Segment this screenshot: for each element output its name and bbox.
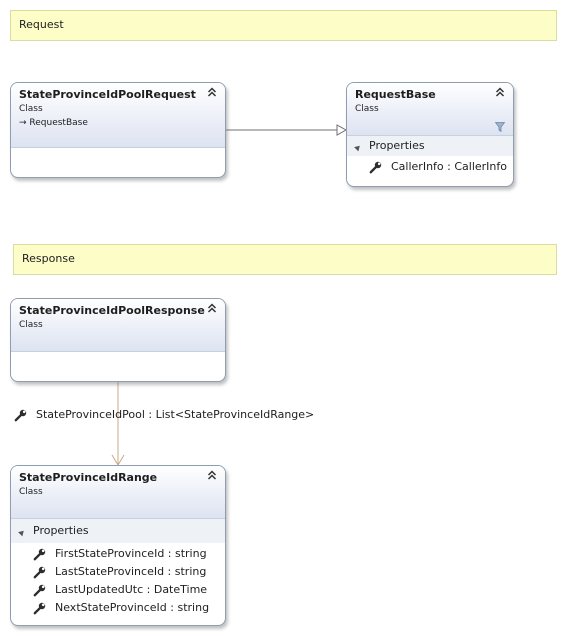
property-row[interactable]: LastStateProvinceId : string bbox=[11, 563, 225, 581]
wrench-icon bbox=[33, 566, 46, 578]
property-list: FirstStateProvinceId : string LastStateP… bbox=[11, 543, 225, 617]
class-header: StateProvinceIdRange Class bbox=[11, 466, 225, 519]
filter-icon[interactable] bbox=[495, 122, 505, 132]
class-state-province-id-pool-request[interactable]: StateProvinceIdPoolRequest Class → Reque… bbox=[10, 82, 226, 178]
property-label: CallerInfo : CallerInfo bbox=[391, 160, 507, 173]
property-label: LastUpdatedUtc : DateTime bbox=[55, 583, 208, 596]
arrow-right-icon: → bbox=[19, 118, 30, 128]
property-row[interactable]: NextStateProvinceId : string bbox=[11, 599, 225, 617]
collapse-triangle-icon[interactable] bbox=[18, 528, 26, 536]
class-request-base[interactable]: RequestBase Class Properties CallerInfo … bbox=[346, 82, 514, 187]
class-name: RequestBase bbox=[355, 88, 436, 101]
class-header: StateProvinceIdPoolRequest Class → Reque… bbox=[11, 83, 225, 148]
class-name: StateProvinceIdPoolResponse bbox=[19, 304, 205, 317]
property-label: NextStateProvinceId : string bbox=[55, 601, 210, 614]
double-chevron-up-icon[interactable] bbox=[207, 470, 217, 480]
class-name: StateProvinceIdRange bbox=[19, 471, 158, 484]
class-kind: Class bbox=[19, 487, 43, 497]
request-note[interactable]: Request bbox=[10, 10, 557, 41]
class-header: RequestBase Class bbox=[347, 83, 513, 136]
section-label: Properties bbox=[33, 524, 89, 537]
request-note-text: Request bbox=[19, 18, 64, 31]
wrench-icon bbox=[33, 602, 46, 614]
class-state-province-id-pool-response[interactable]: StateProvinceIdPoolResponse Class bbox=[10, 298, 226, 382]
association-label[interactable]: StateProvinceIdPool : List<StateProvince… bbox=[14, 407, 314, 423]
double-chevron-up-icon[interactable] bbox=[495, 87, 505, 97]
property-label: FirstStateProvinceId : string bbox=[55, 547, 207, 560]
wrench-icon bbox=[14, 409, 27, 421]
class-state-province-id-range[interactable]: StateProvinceIdRange Class Properties Fi… bbox=[10, 465, 226, 626]
properties-section-header[interactable]: Properties bbox=[347, 136, 513, 156]
property-label: LastStateProvinceId : string bbox=[55, 565, 207, 578]
class-header: StateProvinceIdPoolResponse Class bbox=[11, 299, 225, 352]
class-kind: Class bbox=[19, 320, 43, 330]
class-name: StateProvinceIdPoolRequest bbox=[19, 88, 196, 101]
response-note[interactable]: Response bbox=[13, 244, 557, 275]
collapse-triangle-icon[interactable] bbox=[354, 143, 362, 151]
inheritance-arrowhead bbox=[336, 124, 348, 136]
class-kind: Class bbox=[19, 104, 43, 114]
section-label: Properties bbox=[369, 139, 425, 152]
response-note-text: Response bbox=[22, 252, 75, 265]
wrench-icon bbox=[369, 161, 382, 173]
property-row[interactable]: FirstStateProvinceId : string bbox=[11, 545, 225, 563]
class-kind: Class bbox=[355, 104, 379, 114]
property-row[interactable]: LastUpdatedUtc : DateTime bbox=[11, 581, 225, 599]
wrench-icon bbox=[33, 584, 46, 596]
properties-section-header[interactable]: Properties bbox=[11, 519, 225, 543]
base-type-label: RequestBase bbox=[29, 118, 88, 128]
double-chevron-up-icon[interactable] bbox=[207, 87, 217, 97]
property-row[interactable]: CallerInfo : CallerInfo bbox=[347, 158, 513, 176]
wrench-icon bbox=[33, 548, 46, 560]
association-text: StateProvinceIdPool : List<StateProvince… bbox=[36, 408, 315, 421]
class-base-type: → RequestBase bbox=[19, 116, 217, 130]
double-chevron-up-icon[interactable] bbox=[207, 303, 217, 313]
